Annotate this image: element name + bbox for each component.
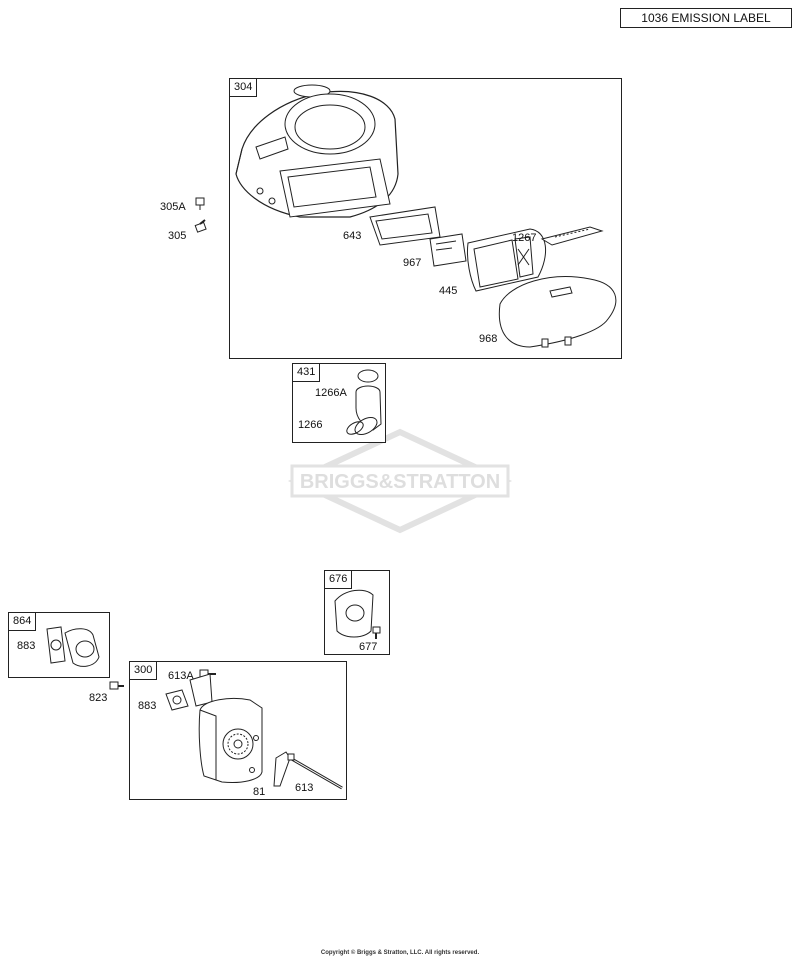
part-label-883-300: 883 xyxy=(138,700,157,712)
group-304-box: 304 643 967 445 1267 968 xyxy=(229,78,622,359)
heat-shield-illustration xyxy=(334,589,381,639)
part-label-613A: 613A xyxy=(168,670,194,682)
emission-label: 1036 EMISSION LABEL xyxy=(620,8,792,28)
part-label-305: 305 xyxy=(168,230,187,242)
part-label-305A: 305A xyxy=(160,201,186,213)
group-676-tag: 676 xyxy=(325,571,353,589)
part-label-1267: 1267 xyxy=(512,232,537,244)
part-label-967: 967 xyxy=(403,257,422,269)
group-676-box: 676 677 xyxy=(324,570,390,655)
group-864-box: 864 883 xyxy=(8,612,110,678)
exhaust-adapter-illustration xyxy=(46,626,100,667)
blower-housing-illustration xyxy=(235,84,617,348)
part-label-677: 677 xyxy=(359,641,378,653)
intake-elbow-illustration xyxy=(346,369,382,436)
part-label-445: 445 xyxy=(439,285,458,297)
part-label-968: 968 xyxy=(479,333,498,345)
group-300-box: 300 613A 883 81 613 xyxy=(129,661,347,800)
copyright-notice: Copyright © Briggs & Stratton, LLC. All … xyxy=(320,950,480,956)
group-304-tag: 304 xyxy=(230,79,258,97)
part-label-1266: 1266 xyxy=(298,419,323,431)
part-label-1266A: 1266A xyxy=(315,387,347,399)
part-label-823: 823 xyxy=(89,692,108,704)
part-label-643: 643 xyxy=(343,230,362,242)
group-431-box: 431 1266A 1266 xyxy=(292,363,386,443)
bolt-823-icon xyxy=(109,681,124,690)
part-label-883-864: 883 xyxy=(17,640,36,652)
group-431-tag: 431 xyxy=(293,364,321,382)
part-label-81: 81 xyxy=(253,786,266,798)
part-label-613: 613 xyxy=(295,782,314,794)
watermark-text: BRIGGS&STRATTON xyxy=(300,471,500,493)
muffler-illustration xyxy=(165,669,343,790)
group-300-tag: 300 xyxy=(130,662,158,680)
group-864-tag: 864 xyxy=(9,613,37,631)
screw-305A-icon xyxy=(194,197,207,233)
